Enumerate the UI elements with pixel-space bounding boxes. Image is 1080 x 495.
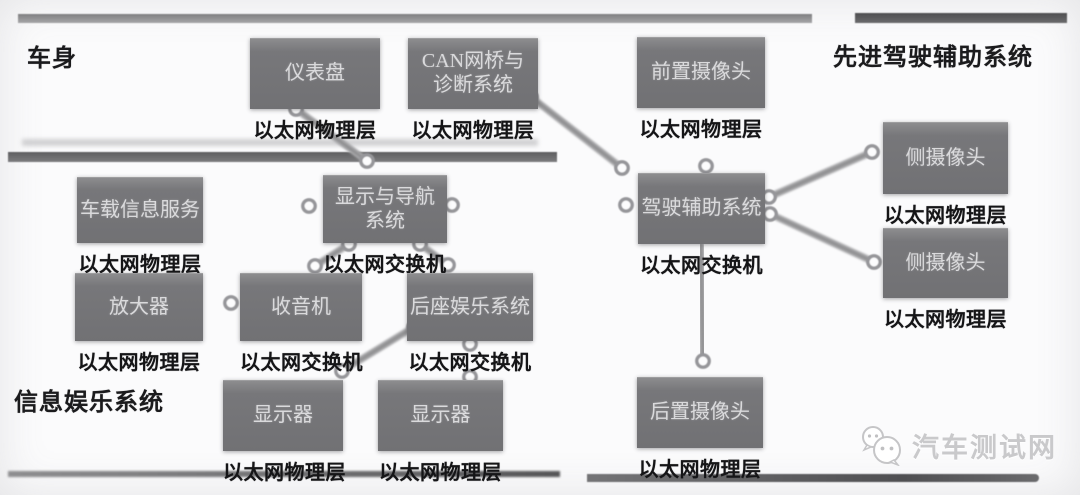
radio-tech-label: 以太网交换机 <box>240 352 363 374</box>
side-camera-2-box: 侧摄像头 <box>883 228 1008 298</box>
side-camera-1-box: 侧摄像头 <box>883 122 1008 194</box>
watermark-text: 汽车测试网 <box>912 432 1057 463</box>
node-telematics: 车载信息服务 以太网物理层 <box>77 177 203 277</box>
node-adas-ecu: 驾驶辅助系统 以太网交换机 <box>638 173 765 278</box>
wire-joint-ring <box>307 258 323 274</box>
side-camera-1-tech-label: 以太网物理层 <box>884 205 1007 227</box>
wire-adas-ecu-side-camera-2 <box>762 206 882 270</box>
rear-camera-box: 后置摄像头 <box>637 377 763 448</box>
wire-front-camera-adas-ecu <box>698 105 714 174</box>
rear-seat-entertainment-tech-label: 以太网交换机 <box>408 352 532 374</box>
wire-joint-ring <box>866 254 882 270</box>
dashboard-tech-label: 以太网物理层 <box>253 120 377 142</box>
wire-joint-ring <box>440 257 456 273</box>
wire-joint-ring <box>698 158 714 174</box>
adas-ecu-tech-label: 以太网交换机 <box>640 255 763 277</box>
section-title-adas: 先进驾驶辅助系统 <box>833 45 1033 71</box>
side-camera-1-label: 侧摄像头 <box>905 146 986 169</box>
can-bridge-tech-label: 以太网物理层 <box>411 120 535 142</box>
side-camera-2-tech-label: 以太网物理层 <box>884 309 1007 331</box>
wire-joint-ring <box>864 144 880 160</box>
radio-label: 收音机 <box>271 295 331 318</box>
node-rear-camera: 后置摄像头 以太网物理层 <box>637 377 763 482</box>
nav-system-tech-label: 以太网交换机 <box>323 254 447 276</box>
infotainment-section-bar-shadow <box>22 139 538 146</box>
wire-joint-ring <box>301 198 317 214</box>
node-amplifier: 放大器 以太网物理层 <box>75 273 203 375</box>
wire-adas-ecu-side-camera-1 <box>761 144 880 205</box>
body-section-top-bar <box>18 14 812 23</box>
adas-ecu-label: 驾驶辅助系统 <box>641 197 762 220</box>
wire-adas-ecu-rear-camera <box>695 242 711 369</box>
node-rear-seat-entertainment: 后座娱乐系统 以太网交换机 <box>407 273 533 375</box>
display-1-tech-label: 以太网物理层 <box>223 462 346 484</box>
telematics-label: 车载信息服务 <box>80 198 200 221</box>
wire-joint-ring <box>444 197 460 213</box>
infotainment-section-top-bar <box>8 152 557 162</box>
telematics-tech-label: 以太网物理层 <box>78 254 202 276</box>
can-bridge-box: CAN网桥与 诊断系统 <box>408 38 538 109</box>
rear-camera-label: 后置摄像头 <box>650 401 750 424</box>
wire-joint-ring <box>359 153 375 169</box>
section-title-body: 车身 <box>27 46 77 72</box>
adas-section-bottom-bar <box>587 474 1039 482</box>
node-side-camera-2: 侧摄像头 以太网物理层 <box>883 228 1008 332</box>
watermark: 汽车测试网 <box>856 424 1057 466</box>
rear-seat-entertainment-box: 后座娱乐系统 <box>407 273 533 341</box>
rear-seat-entertainment-label: 后座娱乐系统 <box>410 295 530 318</box>
wire-joint-ring <box>614 160 630 176</box>
wire-joint-ring <box>334 363 350 379</box>
infotainment-section-bottom-bar <box>8 471 560 477</box>
adas-ecu-box: 驾驶辅助系统 <box>638 173 765 244</box>
front-camera-label: 前置摄像头 <box>651 61 751 84</box>
node-display-1: 显示器 以太网物理层 <box>223 380 346 485</box>
side-camera-2-label: 侧摄像头 <box>905 251 986 274</box>
display-2-label: 显示器 <box>410 404 471 427</box>
display-2-tech-label: 以太网物理层 <box>379 462 502 484</box>
display-1-box: 显示器 <box>223 380 343 451</box>
wire-joint-ring <box>223 295 239 311</box>
wire-nav-system-adas-ecu <box>444 197 634 213</box>
wire-amplifier-radio <box>202 295 239 311</box>
node-dashboard: 仪表盘 以太网物理层 <box>250 38 380 143</box>
display-1-label: 显示器 <box>253 404 313 427</box>
node-side-camera-1: 侧摄像头 以太网物理层 <box>883 122 1008 228</box>
wire-joint-ring <box>762 206 778 222</box>
nav-system-label: 显示与导航 系统 <box>335 185 435 232</box>
adas-section-top-bar <box>855 13 1067 23</box>
front-camera-tech-label: 以太网物理层 <box>639 119 763 141</box>
radio-box: 收音机 <box>240 273 362 341</box>
amplifier-tech-label: 以太网物理层 <box>77 352 201 374</box>
rear-camera-tech-label: 以太网物理层 <box>638 459 762 481</box>
telematics-box: 车载信息服务 <box>77 177 203 243</box>
display-2-box: 显示器 <box>378 380 503 451</box>
amplifier-box: 放大器 <box>75 273 203 341</box>
node-nav-system: 显示与导航 系统 以太网交换机 <box>323 175 447 277</box>
nav-system-box: 显示与导航 系统 <box>323 175 447 243</box>
wechat-icon <box>862 426 901 466</box>
section-title-infotainment: 信息娱乐系统 <box>14 390 164 416</box>
dashboard-box: 仪表盘 <box>250 38 380 109</box>
wire-joint-ring <box>618 197 634 213</box>
wire-can-bridge-adas-ecu <box>523 89 630 176</box>
wire-joint-ring <box>695 353 711 369</box>
amplifier-label: 放大器 <box>109 295 169 318</box>
node-front-camera: 前置摄像头 以太网物理层 <box>637 37 765 142</box>
wire-telematics-nav-system <box>202 198 317 214</box>
node-display-2: 显示器 以太网物理层 <box>378 380 503 485</box>
node-radio: 收音机 以太网交换机 <box>240 273 363 375</box>
front-camera-box: 前置摄像头 <box>637 37 765 108</box>
wire-nav-system-rear-seat-entertainment <box>412 236 456 273</box>
node-can-bridge: CAN网桥与 诊断系统 以太网物理层 <box>408 38 538 143</box>
dashboard-label: 仪表盘 <box>285 62 345 85</box>
can-bridge-label: CAN网桥与 诊断系统 <box>421 50 525 96</box>
wire-rear-seat-entertainment-display-2 <box>462 336 478 385</box>
